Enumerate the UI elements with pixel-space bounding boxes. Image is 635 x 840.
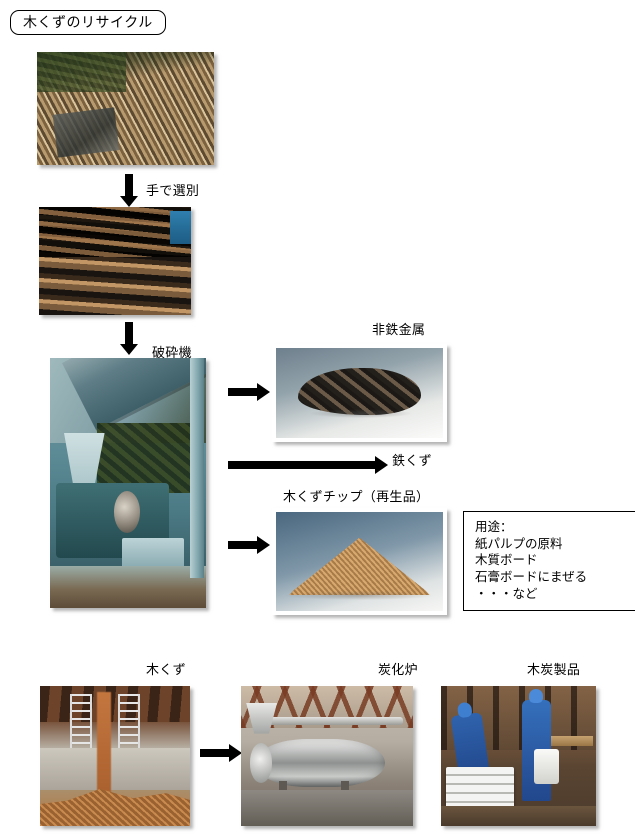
label-hand-sorting: 手で選別 (146, 183, 200, 198)
debris-pile-artwork (37, 52, 214, 165)
bagging-artwork (441, 686, 596, 826)
label-crusher: 破砕機 (152, 345, 192, 360)
photo-chip-pile (272, 508, 447, 615)
uses-item-1: 木質ボード (475, 553, 538, 568)
photo-furnace (241, 686, 413, 826)
uses-item-0: 紙パルプの原料 (475, 536, 563, 551)
label-iron-scrap: 鉄くず (392, 453, 432, 468)
chip-pile-artwork (276, 512, 443, 611)
label-carbonization-furnace: 炭化炉 (378, 662, 418, 677)
furnace-artwork (241, 686, 413, 826)
arrow-down-to-crusher (119, 322, 139, 355)
chip-bunker-artwork (40, 686, 190, 826)
photo-debris-pile (37, 52, 214, 165)
photo-metal-scrap (272, 344, 447, 442)
photo-crusher-machine (50, 358, 206, 608)
uses-item-2: 石膏ボードにまぜる (475, 569, 588, 584)
metal-scrap-artwork (276, 348, 443, 438)
label-charcoal-products: 木炭製品 (527, 662, 581, 677)
crusher-machine-artwork (50, 358, 206, 608)
photo-chip-bunker (40, 686, 190, 826)
label-nonferrous-metal: 非鉄金属 (372, 322, 426, 337)
uses-heading: 用途： (475, 520, 513, 534)
page-title: 木くずのリサイクル (10, 10, 166, 35)
photo-bagging (441, 686, 596, 826)
uses-item-3: ・・・など (475, 586, 538, 601)
uses-box: 用途： 紙パルプの原料 木質ボード 石膏ボードにまぜる ・・・など (463, 511, 635, 612)
photo-sorted-lumber (39, 207, 191, 315)
label-wood-scrap: 木くず (146, 662, 186, 677)
sorted-lumber-artwork (39, 207, 191, 315)
label-wood-chip-product: 木くずチップ（再生品） (283, 489, 430, 504)
arrow-down-to-sorting (119, 174, 139, 207)
